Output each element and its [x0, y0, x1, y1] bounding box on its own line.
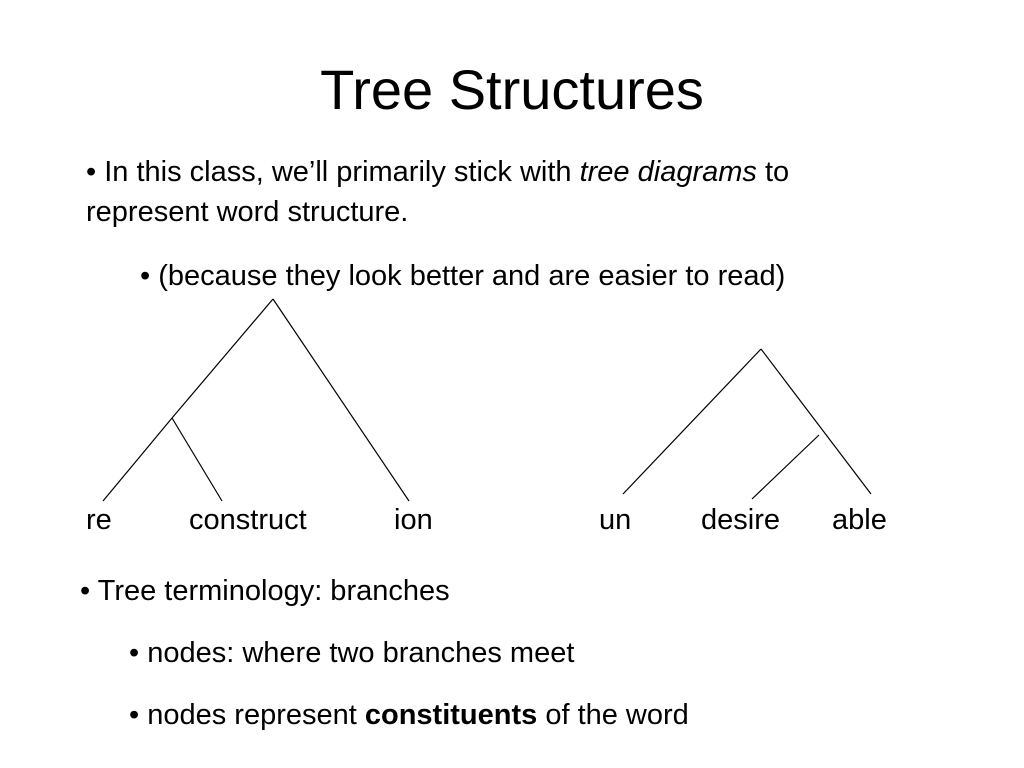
- branch-node-to-re: [102, 417, 173, 502]
- branch-root-right-to-un: [622, 348, 762, 495]
- bullet-terminology-branches: • Tree terminology: branches: [80, 575, 450, 607]
- branch-root-right-to-node: [760, 348, 872, 495]
- morpheme-un: un: [599, 504, 632, 536]
- branch-node-to-desire: [751, 434, 820, 500]
- morpheme-re: re: [86, 504, 112, 536]
- bullet-text: • In this class, we’ll primarily stick w…: [86, 156, 580, 188]
- branch-root-left-to-ion: [272, 298, 410, 502]
- sub-bullet-nodes: • nodes: where two branches meet: [129, 637, 575, 669]
- sub-bullet-constituents: • nodes represent constituents of the wo…: [129, 695, 689, 735]
- sub-bullet-reason: • (because they look better and are easi…: [140, 260, 786, 292]
- morpheme-able: able: [832, 504, 887, 536]
- morpheme-ion: ion: [394, 504, 433, 536]
- branch-node-to-construct: [171, 417, 223, 502]
- morpheme-construct: construct: [189, 504, 307, 536]
- bullet-tree-diagrams: • In this class, we’ll primarily stick w…: [86, 152, 789, 232]
- morpheme-desire: desire: [701, 504, 780, 536]
- bullet-text: • nodes represent: [129, 699, 365, 731]
- bullet-text: of the word: [537, 699, 689, 731]
- bold-constituents: constituents: [364, 699, 538, 731]
- slide-title: Tree Structures: [320, 58, 704, 121]
- emphasis-tree-diagrams: tree diagrams: [579, 156, 757, 188]
- bullet-text-line2: represent word structure.: [86, 196, 409, 228]
- branch-root-left-to-node: [171, 298, 274, 419]
- bullet-text: to: [756, 156, 790, 188]
